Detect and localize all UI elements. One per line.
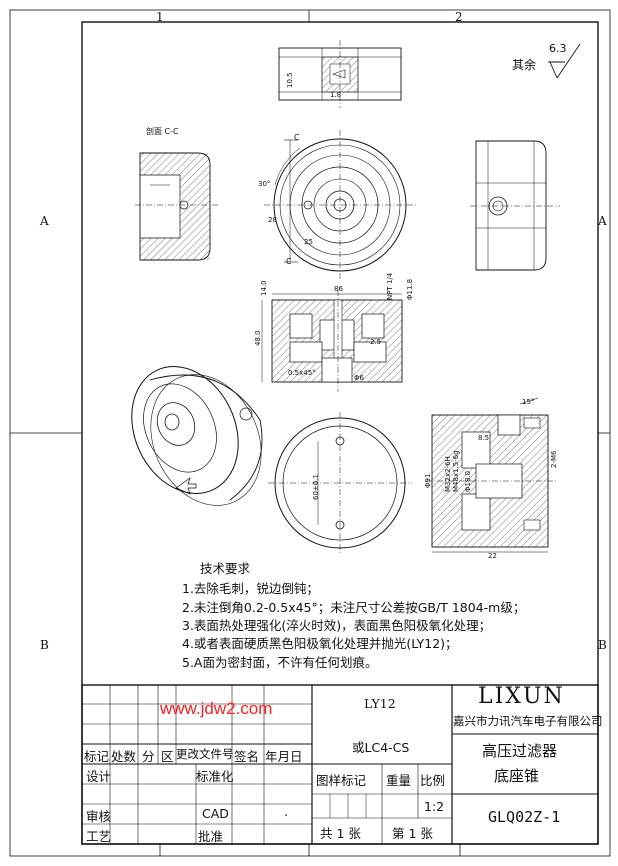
label-dot: .: [284, 804, 288, 819]
dim-1-8: 1.8: [330, 91, 341, 99]
right-cross-section: [426, 397, 556, 553]
label-approve: 批准: [198, 829, 224, 844]
dim-30deg: 30°: [258, 180, 270, 188]
label-design: 设计: [86, 769, 112, 784]
top-view: [278, 40, 402, 108]
header-change-doc: 更改文件号: [176, 747, 234, 761]
header-count: 处数: [111, 749, 137, 764]
roughness-symbol: [548, 43, 581, 79]
dim-m32: M32x2-6H: [444, 456, 452, 492]
part-name-1: 高压过滤器: [482, 742, 558, 760]
main-cross-section: [261, 290, 403, 392]
dim-48: 48.0: [254, 330, 262, 346]
header-qu: 区: [161, 749, 174, 764]
tech-item-3: 3.表面热处理强化(淬火时效)，表面黑色阳极氧化处理；: [182, 618, 492, 633]
dim-28: 28: [268, 216, 277, 224]
dim-phi18: Φ18.0: [464, 471, 472, 492]
dim-14: 14.0: [260, 280, 268, 296]
section-label: 剖面 C-C: [146, 127, 179, 136]
bottom-circle-view: [268, 412, 412, 555]
dim-2-5: 2.5: [370, 338, 381, 346]
dim-phi6: Φ6: [354, 374, 365, 382]
roughness-label: 其余: [512, 58, 537, 72]
dim-2-m6: 2-M6: [550, 450, 558, 468]
total-sheets: 共 1 张: [320, 826, 361, 841]
dim-22: 22: [488, 552, 497, 560]
header-sign: 签名: [234, 749, 260, 764]
label-symbol-mark: 图样标记: [316, 773, 367, 788]
company-name-cn: 嘉兴市力讯汽车电子有限公司: [453, 714, 603, 728]
zone-label-b: B: [40, 638, 49, 652]
dim-86: 86: [334, 285, 343, 293]
label-cad: CAD: [202, 806, 229, 821]
side-view-right: [470, 140, 560, 271]
header-mark: 标记: [84, 749, 110, 764]
dim-phi91: Φ91: [424, 474, 432, 488]
material-1: LY12: [364, 696, 396, 711]
zone-label-a-right: A: [598, 214, 607, 228]
section-mark-c-bottom: C: [286, 257, 292, 266]
dim-m48: M48x1.5-6g: [452, 450, 460, 492]
title-block-grid: [81, 684, 599, 845]
header-date: 年月日: [265, 749, 303, 764]
company-name-en: LIXUN: [478, 684, 565, 709]
tech-item-4: 4.或者表面硬质黑色阳极氧化处理并抛光(LY12)；: [182, 636, 458, 651]
label-weight: 重量: [386, 773, 412, 788]
material-2: 或LC4-CS: [352, 740, 410, 755]
zone-label-1: 1: [156, 10, 164, 24]
section-cc-view: [135, 152, 218, 261]
front-circle-view: [264, 130, 416, 280]
zone-label-a: A: [40, 214, 49, 228]
label-review: 审核: [86, 809, 112, 824]
dim-phi11-8: Φ11.8: [406, 279, 414, 300]
label-process: 工艺: [86, 829, 112, 844]
tech-item-5: 5.A面为密封面，不许有任何划痕。: [182, 655, 378, 670]
roughness-value: 6.3: [549, 42, 567, 55]
tech-item-2: 2.未注倒角0.2-0.5x45°；未注尺寸公差按GB/T 1804-m级；: [182, 600, 526, 615]
dim-60: 60±0.1: [312, 474, 320, 500]
part-name-2: 底座锥: [494, 767, 540, 785]
zone-label-b-right: B: [598, 638, 607, 652]
isometric-view: [131, 366, 263, 506]
dimension-labels: 10.5 1.8 30° 25 28 86 NPT 1/4 14.0 48.0 …: [254, 72, 558, 560]
sheet-number: 第 1 张: [392, 826, 433, 841]
drawing-number: GLQ02Z-1: [488, 808, 561, 826]
watermark: www.jdw2.com: [160, 699, 273, 718]
section-mark-c-top: C: [294, 133, 300, 142]
dim-8-5: 8.5: [478, 434, 489, 442]
dim-25: 25: [304, 238, 313, 246]
tech-item-1: 1.去除毛刺，锐边倒钝；: [182, 581, 319, 596]
tech-title: 技术要求: [200, 561, 251, 576]
scale-value: 1:2: [424, 799, 445, 814]
dim-10-5: 10.5: [286, 72, 294, 88]
dim-15deg: 15°: [522, 398, 534, 406]
label-standardize: 标准化: [196, 769, 234, 784]
dim-chamfer: 0.5x45°: [288, 369, 316, 377]
zone-label-2: 2: [455, 10, 463, 24]
label-scale: 比例: [420, 773, 446, 788]
dim-npt: NPT 1/4: [386, 272, 394, 300]
header-fen: 分: [142, 749, 155, 764]
